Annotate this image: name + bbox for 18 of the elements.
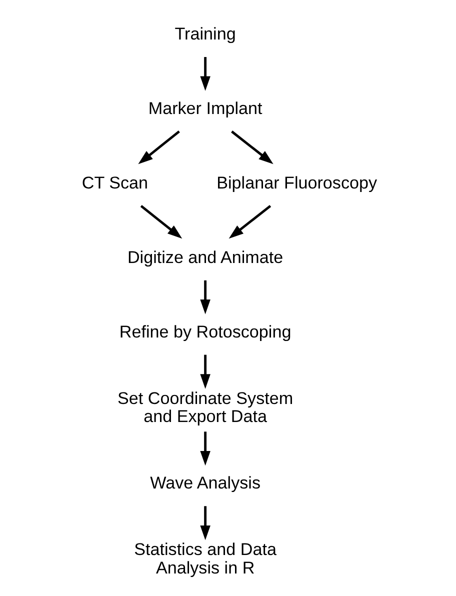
node-text: Statistics and Data Analysis in R [134,540,276,578]
node-text: Wave Analysis [150,474,260,493]
arrow [200,354,210,389]
node-text: CT Scan [81,173,148,192]
arrow [140,204,182,239]
arrow [200,506,210,540]
node-text: Set Coordinate System and Export Data [116,388,293,426]
arrow [200,280,210,314]
arrow [138,130,180,164]
arrow [200,57,210,91]
node-text: Biplanar Fluoroscopy [216,173,377,192]
arrow [228,204,271,239]
node-text: Digitize and Animate [126,248,283,267]
node-text: Refine by Rotoscoping [118,322,291,342]
arrow [230,130,273,164]
node-text: Marker Implant [148,98,262,118]
arrow [200,432,210,466]
node-text: Training [174,24,236,44]
